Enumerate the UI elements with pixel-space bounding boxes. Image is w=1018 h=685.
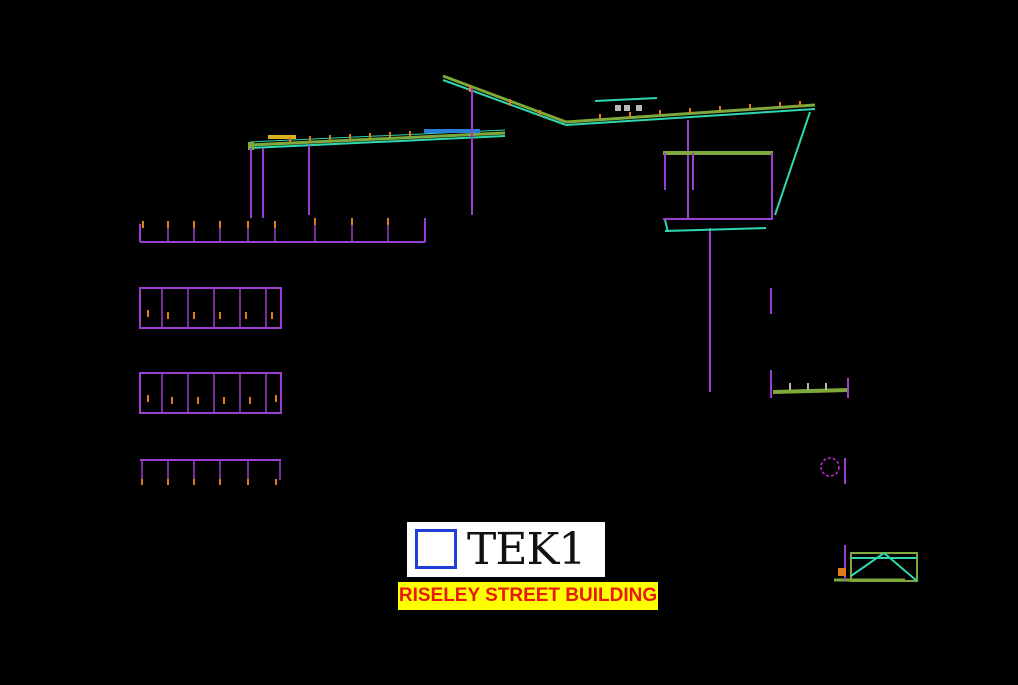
logo-text: TEK1	[467, 524, 586, 575]
vertical-drops	[250, 88, 711, 392]
duct-row-2	[139, 287, 282, 329]
duct-row-1	[139, 218, 426, 243]
bottom-right-truss	[834, 545, 918, 582]
right-frame	[663, 151, 773, 233]
square-outline-icon	[415, 529, 457, 569]
project-title-banner: RISELEY STREET BUILDING	[398, 582, 658, 610]
pipe-run-top-right	[442, 74, 816, 216]
company-logo: TEK1	[407, 522, 605, 577]
pipe-run-top-left	[248, 129, 506, 150]
top-run-fittings	[289, 85, 801, 142]
duct-row-3	[139, 372, 282, 414]
duct-row-4	[140, 459, 281, 485]
right-detail-elements	[770, 288, 849, 484]
